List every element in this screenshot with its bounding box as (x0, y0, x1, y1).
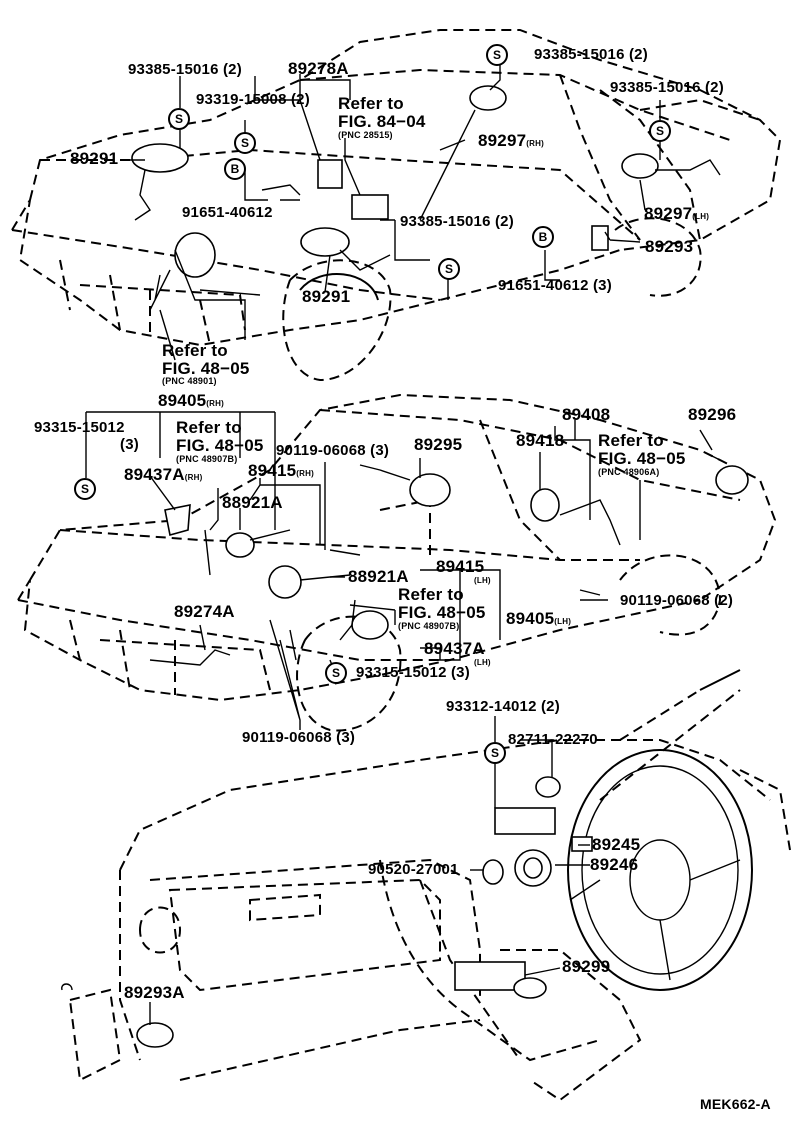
part-label-89291: 89291 (302, 287, 351, 306)
refer-line1: Refer to (398, 585, 464, 604)
side-marker-lh: (LH) (474, 576, 491, 585)
part-label-89408: 89408 (562, 405, 611, 424)
part-label-93319-15008: 93319-15008 (2) (196, 91, 310, 108)
part-number: 89405 (506, 609, 555, 628)
diagram-code: MEK662-A (700, 1096, 771, 1112)
dashboard-interior-view (61, 669, 791, 1102)
part-number: 89437A (424, 639, 485, 658)
part-label-93385-15016: 93385-15016 (2) (534, 46, 648, 63)
part-label-89246: 89246 (590, 855, 639, 874)
side-marker: (RH) (184, 473, 203, 482)
part-label-89405-lh: 89405(LH) (506, 610, 571, 631)
part-label-88921A: 88921A (348, 567, 409, 586)
part-number: 89437A (124, 465, 185, 484)
part-label-89291: 89291 (70, 149, 119, 168)
refer-pnc: (PNC 48907B) (176, 454, 238, 464)
side-marker: (RH) (206, 399, 224, 408)
part-label-93385-15016: 93385-15016 (2) (128, 61, 242, 78)
refer-line2: FIG. 48−05 (598, 449, 686, 468)
screw-symbol: S (168, 108, 190, 130)
part-label-qty: (3) (120, 436, 139, 453)
refer-line2: FIG. 48−05 (176, 436, 264, 455)
part-number: 89297 (478, 131, 527, 150)
part-number: 89297 (644, 204, 693, 223)
part-label-90119-06068: 90119-06068 (3) (276, 442, 390, 459)
refer-pnc: (PNC 48901) (162, 376, 217, 386)
part-label-88921A: 88921A (222, 493, 283, 512)
side-marker-lh: (LH) (474, 658, 491, 667)
part-label-91651-40612: 91651-40612 (182, 204, 273, 221)
part-number: 89415 (248, 461, 297, 480)
part-label-89296: 89296 (688, 405, 737, 424)
part-label-90520-27001: 90520-27001 (368, 861, 459, 878)
part-label-93385-15016: 93385-15016 (2) (400, 213, 514, 230)
part-label-93312-14012: 93312-14012 (2) (446, 698, 560, 715)
part-label-93315-15012: 93315-15012 (3) (356, 664, 470, 681)
part-label-89418: 89418 (516, 431, 565, 450)
refer-line1: Refer to (162, 341, 228, 360)
refer-pnc: (PNC 48907B) (398, 621, 460, 631)
screw-symbol: S (486, 44, 508, 66)
car-top-view-upper (11, 29, 782, 382)
part-label-89297-rh: 89297(RH) (478, 132, 544, 153)
part-label-82711-22270: 82711-22270 (508, 731, 598, 748)
part-label-93315-15012: 93315-15012 (34, 419, 125, 436)
refer-line1: Refer to (176, 418, 242, 437)
part-number: 89405 (158, 391, 207, 410)
side-marker: (RH) (526, 139, 544, 148)
refer-pnc: (PNC 28515) (338, 130, 393, 140)
refer-line2: FIG. 84−04 (338, 112, 426, 131)
side-marker: (LH) (692, 212, 710, 221)
screw-symbol: S (484, 742, 506, 764)
part-label-89295: 89295 (414, 435, 463, 454)
part-label-89274A: 89274A (174, 602, 235, 621)
refer-line1: Refer to (338, 94, 404, 113)
refer-line2: FIG. 48−05 (398, 603, 486, 622)
part-label-89437A-rh: 89437A(RH) (124, 466, 202, 487)
screw-symbol: S (649, 120, 671, 142)
part-label-89415-rh: 89415(RH) (248, 462, 314, 483)
refer-pnc: (PNC 48906A) (598, 467, 660, 477)
part-label-89437A-lh: 89437A (424, 640, 485, 658)
part-label-89293A: 89293A (124, 983, 185, 1002)
part-label-90119-06068: 90119-06068 (2) (620, 592, 734, 609)
refer-line1: Refer to (598, 431, 664, 450)
part-label-91651-40612: 91651-40612 (3) (498, 277, 612, 294)
part-label-89278A: 89278A (288, 59, 349, 78)
part-label-89293: 89293 (645, 237, 694, 256)
side-marker: (RH) (296, 469, 314, 478)
part-label-89297-lh: 89297(LH) (644, 205, 709, 226)
part-label-89405-rh: 89405(RH) (158, 392, 224, 413)
screw-symbol: S (438, 258, 460, 280)
refer-line2: FIG. 48−05 (162, 359, 250, 378)
side-marker: (LH) (554, 617, 572, 626)
bolt-symbol: B (532, 226, 554, 248)
part-number: 89415 (436, 557, 485, 576)
part-label-89299: 89299 (562, 957, 611, 976)
part-label-90119-06068: 90119-06068 (3) (242, 729, 356, 746)
screw-symbol: S (74, 478, 96, 500)
screw-symbol: S (325, 662, 347, 684)
bolt-symbol: B (224, 158, 246, 180)
part-label-89245: 89245 (592, 835, 641, 854)
screw-symbol: S (234, 132, 256, 154)
part-label-93385-15016: 93385-15016 (2) (610, 79, 724, 96)
part-label-89415-lh: 89415 (436, 558, 484, 576)
